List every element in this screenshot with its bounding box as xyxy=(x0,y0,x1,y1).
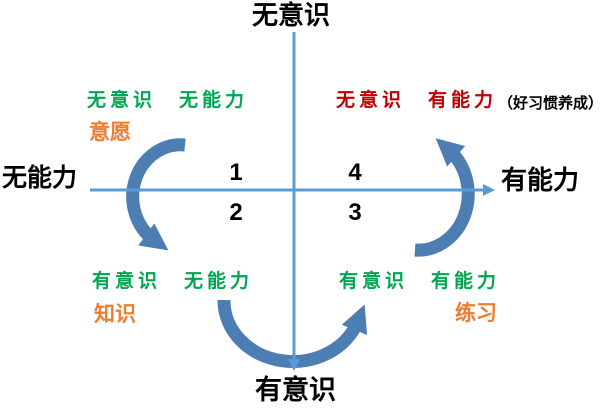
quadrant-1-tag: 意愿 xyxy=(89,121,131,144)
cycle-arrow-q3-to-q4-icon xyxy=(414,138,475,257)
quadrant-2-phrase: 有意识 无能力 xyxy=(92,271,254,292)
quadrant-4-phrase: 无意识 有能力 xyxy=(336,90,498,111)
quadrant-2-number: 2 xyxy=(229,199,243,226)
cycle-arrow-q1-to-q2-icon xyxy=(126,138,186,251)
quadrant-4-note: （好习惯养成） xyxy=(498,95,604,112)
axis-label-top: 无意识 xyxy=(252,0,331,30)
axis-label-bottom: 有意识 xyxy=(255,375,336,405)
quadrant-3-phrase: 有意识 有能力 xyxy=(339,271,501,292)
quadrant-4-number: 4 xyxy=(348,159,362,186)
quadrant-3-number: 3 xyxy=(348,199,362,226)
quadrant-2-tag: 知识 xyxy=(94,303,136,326)
quadrant-1-number: 1 xyxy=(229,159,243,186)
quadrant-1-phrase: 无意识 无能力 xyxy=(87,90,249,111)
quadrant-3-tag: 练习 xyxy=(455,302,497,325)
axis-label-left: 无能力 xyxy=(2,164,78,192)
axis-label-right: 有能力 xyxy=(501,165,580,195)
cycle-arrow-q2-to-q3-icon xyxy=(217,299,368,369)
